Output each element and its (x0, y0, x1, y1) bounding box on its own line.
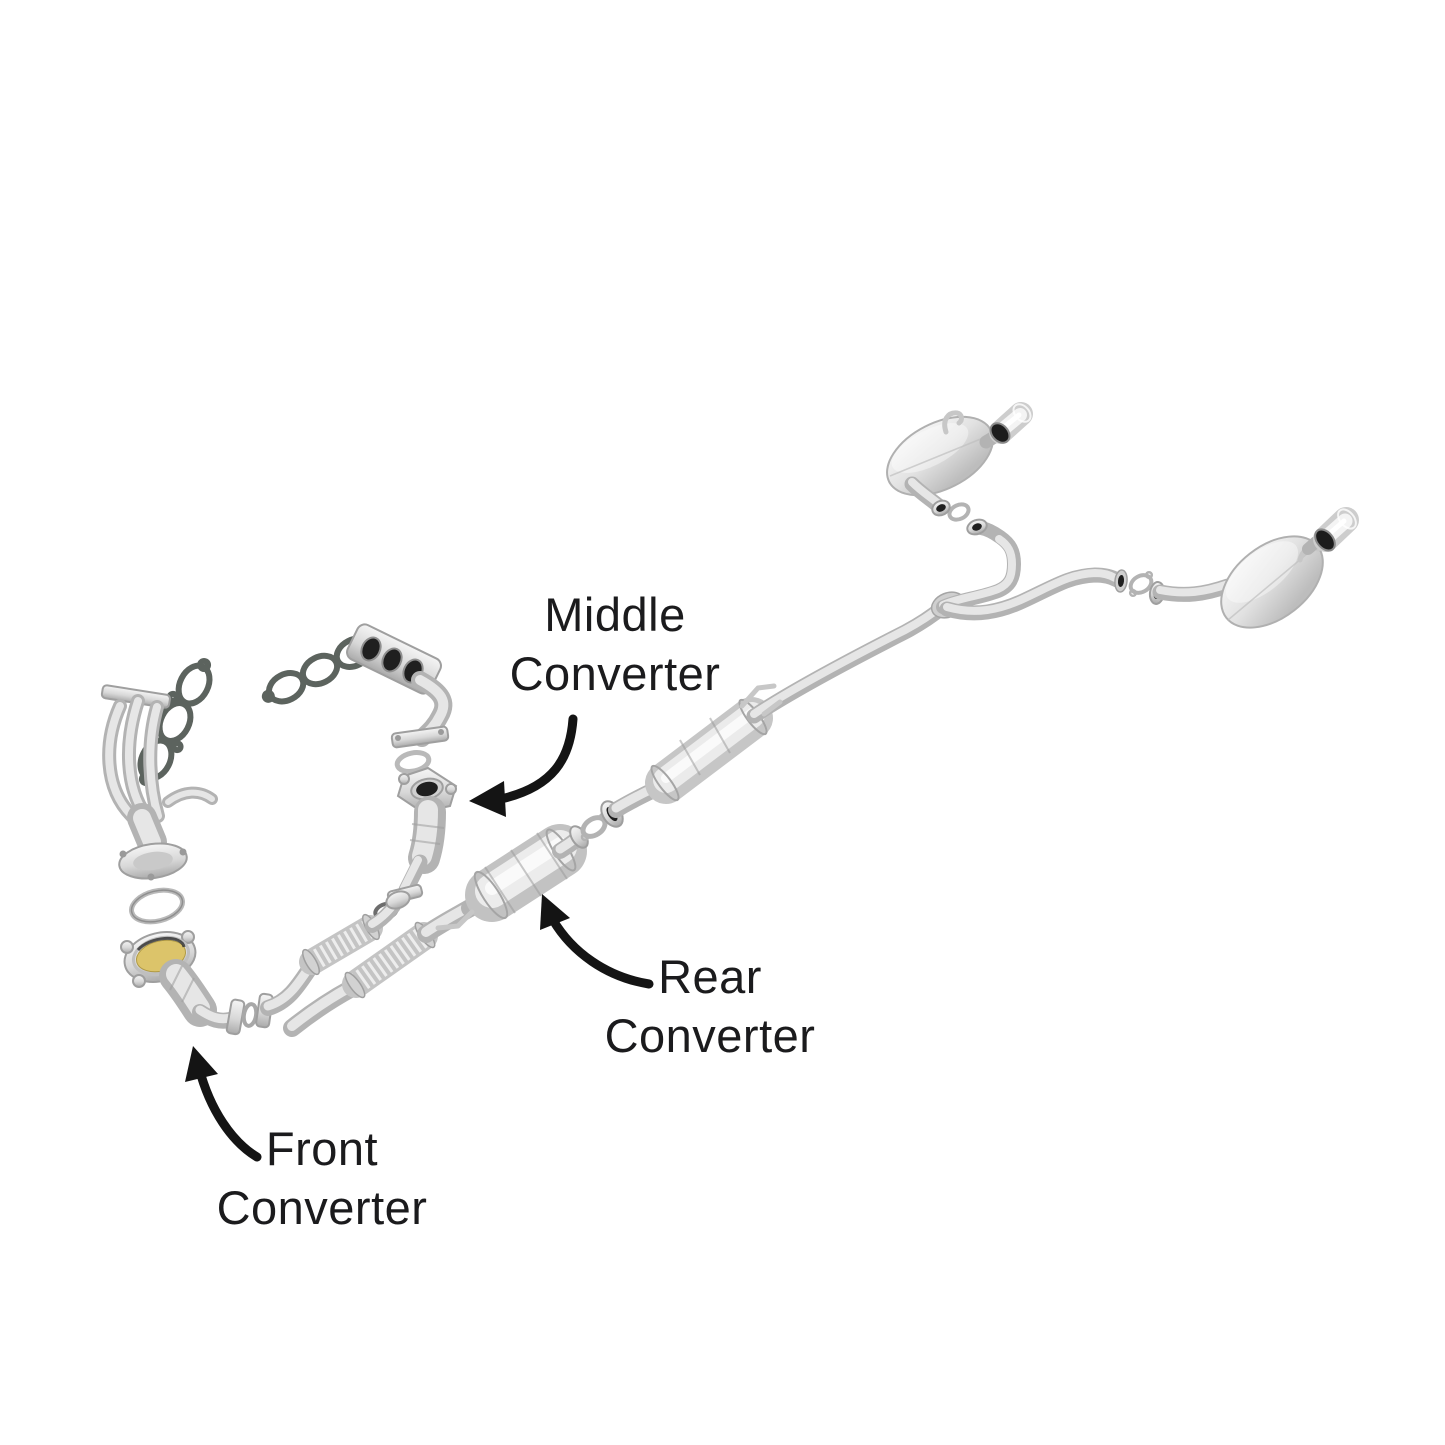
left-manifold-gasket (137, 657, 213, 787)
right-exhaust-manifold (346, 623, 453, 749)
label-rear-converter-line2: Converter (604, 1009, 816, 1062)
label-middle-converter: Middle Converter (470, 585, 760, 703)
label-front-converter-line1: Front (265, 1122, 379, 1175)
front-oval-gasket (241, 1002, 259, 1028)
label-rear-converter: Rear Converter (565, 947, 855, 1065)
left-muffler-gasket (947, 502, 971, 522)
left-ring-gasket (129, 887, 185, 925)
left-exhaust-tip (989, 402, 1033, 444)
middle-converter (386, 766, 458, 905)
label-front-converter-line2: Converter (216, 1181, 428, 1234)
intermediate-pipe-resonator (600, 599, 951, 828)
front-converter-arrow (185, 1046, 262, 1162)
rear-converter-arrow (540, 894, 654, 989)
y-pipe-flex-assembly (255, 890, 479, 1037)
label-middle-converter-line2: Converter (509, 647, 721, 700)
middle-converter-arrow (469, 714, 578, 817)
front-converter (120, 930, 246, 1036)
left-muffler (886, 410, 1003, 517)
rear-converter (435, 824, 589, 931)
right-muffler (1148, 535, 1324, 629)
left-exhaust-manifold (100, 684, 218, 881)
label-middle-converter-line1: Middle (544, 588, 686, 641)
label-rear-converter-line1: Rear (658, 950, 762, 1003)
y-splitter-pipe (930, 518, 1128, 621)
right-exhaust-tip (1313, 507, 1359, 552)
label-front-converter: Front Converter (177, 1119, 467, 1237)
right-ring-gasket (394, 750, 432, 774)
right-muffler-gasket (1128, 570, 1154, 598)
